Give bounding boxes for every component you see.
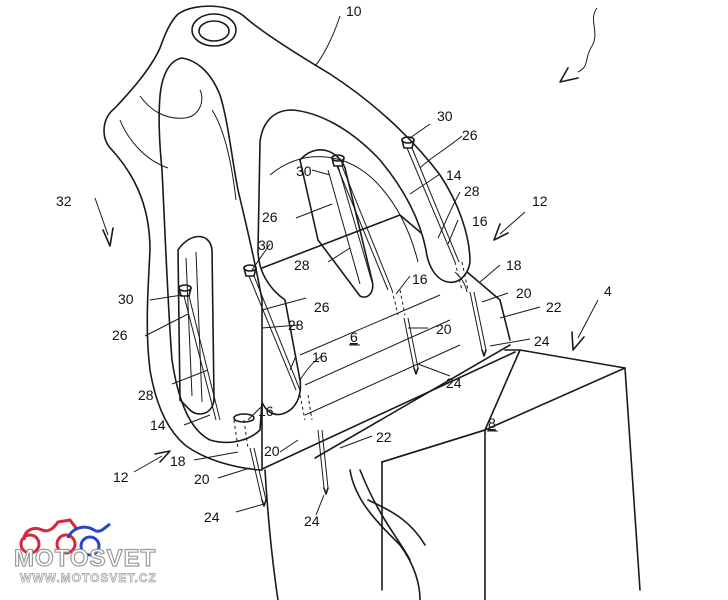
leader-lines [144,15,541,516]
watermark: MOTOSVET WWW.MOTOSVET.CZ [13,518,157,585]
label-12-left: 12 [113,469,129,485]
bolt-center-left [243,264,301,391]
watermark-brand: MOTOSVET [14,545,156,572]
fastener-left [233,419,267,507]
label-28-center-left: 28 [288,317,304,333]
label-6: 6 [350,329,358,345]
label-26-right: 26 [462,127,478,143]
reference-labels: 10 32 12 12 30 30 30 30 26 26 26 26 14 1… [56,3,612,529]
label-14-right: 14 [446,167,462,183]
engine-block [381,349,641,600]
label-8: 8 [488,415,496,431]
label-18-left: 18 [170,453,186,469]
right-slot [299,149,374,298]
label-20-center-left: 20 [264,443,280,459]
label-12-right: 12 [532,193,548,209]
label-16-left: 16 [258,403,274,419]
label-28-left: 28 [138,387,154,403]
label-4: 4 [604,283,612,299]
view-arrow-4 [571,299,599,351]
label-30-left: 30 [118,291,134,307]
view-arrow-12-left [133,450,171,473]
fork-body [103,5,471,471]
label-26-left: 26 [112,327,128,343]
bolt-center [331,154,393,291]
label-16-right: 16 [472,213,488,229]
label-30-center-left: 30 [258,237,274,253]
label-16-center: 16 [412,271,428,287]
label-10: 10 [346,3,362,19]
label-20-center: 20 [436,321,452,337]
head-tube-bore [191,13,237,47]
label-30-center: 30 [296,163,312,179]
label-24-right: 24 [534,333,550,349]
label-32: 32 [56,193,72,209]
label-28-center: 28 [294,257,310,273]
label-18-right: 18 [506,257,522,273]
fastener-center-left [299,394,329,495]
fastener-center [391,289,419,375]
label-20-right: 20 [516,285,532,301]
motorcycle-logo-icon [19,518,111,557]
label-26-center: 26 [262,209,278,225]
label-14-left: 14 [150,417,166,433]
label-20-left: 20 [194,471,210,487]
lower-arm [264,469,426,600]
label-24-center-left: 24 [304,513,320,529]
bolt-right [401,136,460,263]
view-arrow-32 [94,197,114,247]
left-slot [177,235,255,423]
label-24-left: 24 [204,509,220,525]
label-28-right: 28 [464,183,480,199]
label-22-left: 22 [376,429,392,445]
watermark-url: WWW.MOTOSVET.CZ [20,571,157,585]
label-30-right: 30 [437,108,453,124]
view-arrow-12-right [493,211,526,241]
label-24-center: 24 [446,375,462,391]
label-22-right: 22 [546,299,562,315]
bolt-left [178,284,221,421]
label-26-center-left: 26 [314,299,330,315]
view-arrow-top [559,7,598,83]
label-16-center-left: 16 [312,349,328,365]
